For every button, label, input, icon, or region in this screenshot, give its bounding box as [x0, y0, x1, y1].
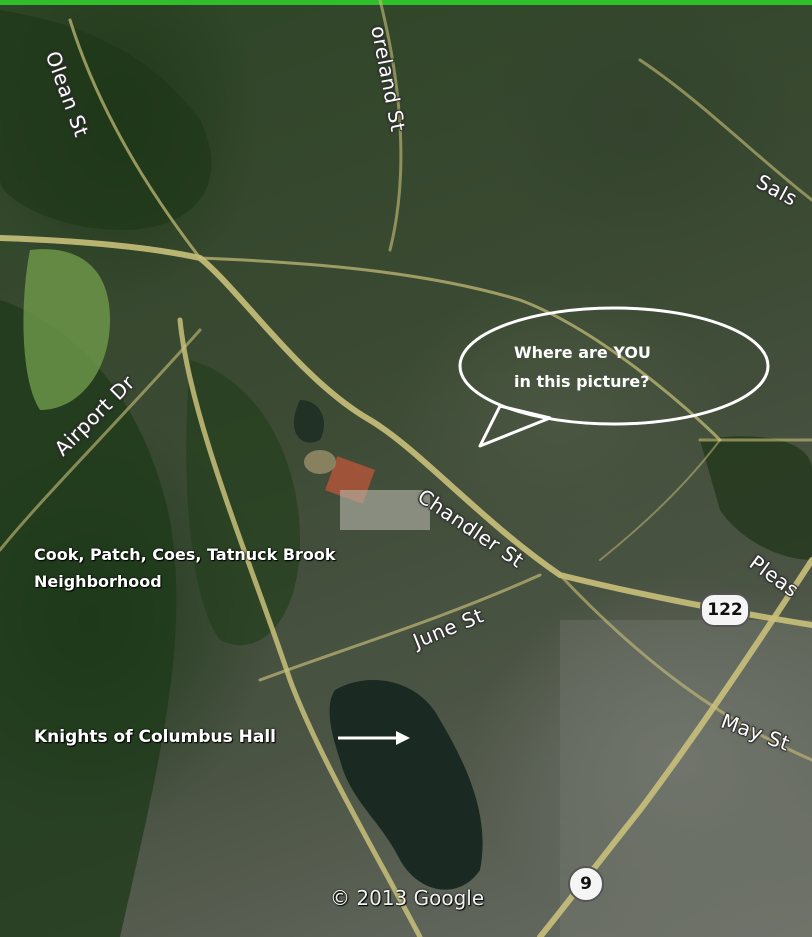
- road-olean: [68, 18, 202, 260]
- neighborhood-label-line-1: Cook, Patch, Coes, Tatnuck Brook: [34, 545, 336, 564]
- pond-water: [329, 680, 483, 890]
- forest-area-northwest: [0, 10, 212, 230]
- callout-line-1: Where are YOU: [514, 343, 651, 362]
- road-may: [558, 573, 812, 762]
- copyright-notice: © 2013 Google: [330, 886, 485, 910]
- golf-course-area: [23, 249, 110, 410]
- neighborhood-label-line-2: Neighborhood: [34, 572, 162, 591]
- school-buildings: [340, 490, 430, 530]
- callout-line-2: in this picture?: [514, 372, 650, 391]
- arrow-right-icon: [338, 731, 410, 745]
- road-main-west: [0, 235, 812, 628]
- road-north: [198, 256, 722, 442]
- route-122-shield: 122: [700, 593, 750, 627]
- forest-area-east: [700, 436, 812, 560]
- ball-field: [304, 450, 336, 474]
- road-diagonal: [599, 439, 721, 561]
- road-salisbury: [638, 58, 812, 202]
- road-moreland: [378, 0, 403, 252]
- forest-area-central: [186, 360, 300, 646]
- road-june: [258, 573, 542, 682]
- pond-inlet: [293, 400, 324, 443]
- callout-text: Where are YOU in this picture?: [514, 338, 734, 396]
- top-accent-bar: [0, 0, 812, 5]
- speech-bubble-icon: [458, 306, 770, 448]
- forest-area-west: [0, 300, 177, 937]
- neighborhood-label: Cook, Patch, Coes, Tatnuck Brook Neighbo…: [34, 541, 336, 595]
- knights-of-columbus-hall-label: Knights of Columbus Hall: [34, 727, 276, 747]
- route-9-shield: 9: [568, 866, 604, 902]
- road-airport: [0, 328, 202, 552]
